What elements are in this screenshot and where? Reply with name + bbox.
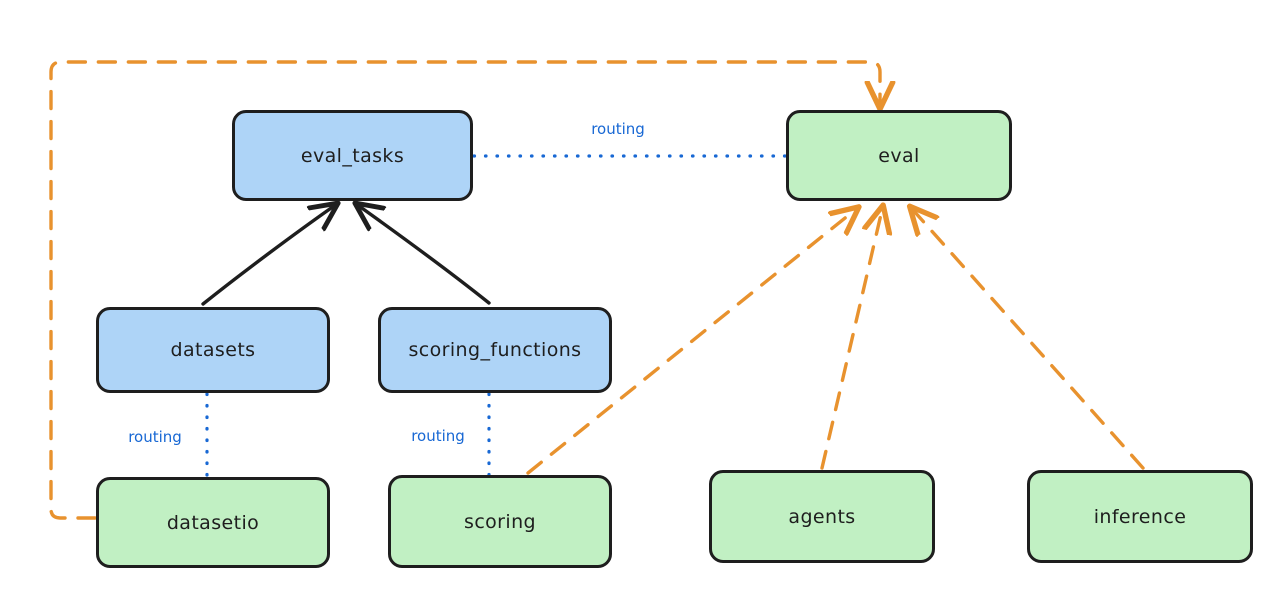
edge-scoring-functions-to-eval-tasks: [359, 206, 491, 305]
node-inference-label: inference: [1093, 505, 1187, 528]
node-datasetio[interactable]: datasetio: [96, 477, 330, 568]
node-scoring-functions-label: scoring_functions: [408, 339, 582, 361]
node-eval-label: eval: [878, 144, 920, 167]
edge-agents-to-eval: [820, 210, 882, 470]
node-scoring[interactable]: scoring: [388, 475, 612, 568]
node-scoring-label: scoring: [464, 510, 536, 533]
node-eval[interactable]: eval: [786, 110, 1012, 201]
edge-datasetio-to-eval: [49, 60, 880, 520]
node-agents[interactable]: agents: [709, 470, 935, 563]
node-eval-tasks-label: eval_tasks: [300, 144, 405, 167]
edge-label-routing-eval-tasks-eval: routing: [591, 120, 645, 138]
edge-label-routing-datasets-datasetio: routing: [128, 428, 182, 446]
edge-inference-to-eval: [913, 210, 1145, 470]
node-eval-tasks[interactable]: eval_tasks: [232, 110, 473, 201]
edge-scoring-to-eval: [526, 210, 855, 475]
node-datasets[interactable]: datasets: [96, 307, 330, 393]
node-datasets-label: datasets: [170, 339, 256, 361]
edge-label-routing-scoring-functions-scoring: routing: [411, 427, 465, 445]
node-scoring-functions[interactable]: scoring_functions: [378, 307, 612, 393]
node-agents-label: agents: [788, 505, 856, 528]
node-inference[interactable]: inference: [1027, 470, 1253, 563]
edge-datasets-to-eval-tasks: [201, 206, 334, 306]
node-datasetio-label: datasetio: [166, 511, 260, 534]
